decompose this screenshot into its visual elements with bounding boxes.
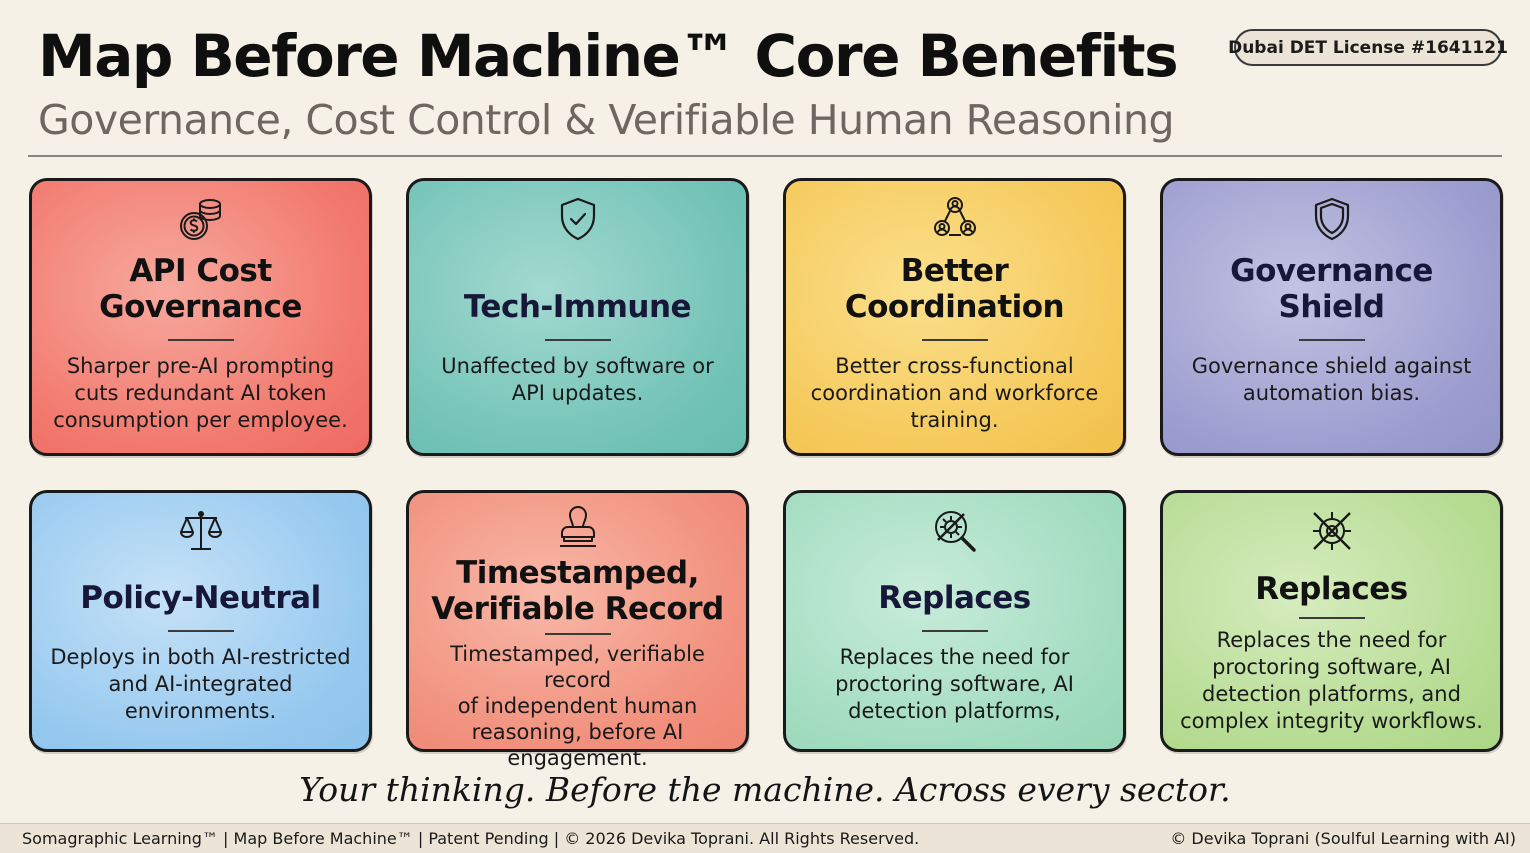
card-description: Unaffected by software or API updates. [441, 354, 714, 405]
no-gear-search-icon [929, 505, 981, 557]
card-description: Replaces the need for proctoring softwar… [1180, 628, 1483, 733]
card-divider [167, 629, 234, 632]
card-divider [921, 339, 988, 341]
footer-copyright: Somagraphic Learning™ | Map Before Machi… [22, 829, 920, 848]
card-description: Deploys in both AI-restricted and AI-int… [50, 644, 351, 723]
footer-credit: © Devika Toprani (Soulful Learning with … [1170, 829, 1516, 848]
benefit-card-tech-immune: Tech-Immune Unaffected by software or AP… [406, 178, 749, 456]
card-title: Tech-Immune [463, 289, 692, 325]
people-network-icon [929, 193, 981, 245]
shield-icon [1306, 193, 1358, 245]
card-description: Better cross-functional coordination and… [810, 354, 1099, 432]
header-divider [28, 155, 1502, 157]
benefit-card-timestamped-record: Timestamped, Verifiable Record Timestamp… [406, 490, 749, 770]
scales-icon [175, 505, 227, 557]
benefit-card-better-coordination: Better Coordination Better cross-functio… [783, 178, 1126, 456]
card-description: Replaces the need for proctoring softwar… [835, 644, 1074, 723]
card-title: Better Coordination [844, 253, 1065, 325]
card-divider [1298, 339, 1365, 341]
card-title: Replaces [878, 579, 1031, 616]
card-title: Governance Shield [1230, 253, 1433, 325]
card-description: Timestamped, verifiable record of indepe… [450, 642, 705, 770]
card-divider [544, 339, 611, 341]
benefit-card-replaces-integrity: Replaces Replaces the need for proctorin… [1160, 490, 1503, 752]
footer: Somagraphic Learning™ | Map Before Machi… [0, 823, 1530, 853]
card-description: Governance shield against automation bia… [1191, 354, 1472, 405]
benefit-card-governance-shield: Governance Shield Governance shield agai… [1160, 178, 1503, 456]
card-title: Timestamped, Verifiable Record [431, 555, 724, 627]
benefit-card-policy-neutral: Policy-Neutral Deploys in both AI-restri… [29, 490, 372, 752]
shield-check-icon [552, 193, 604, 245]
page-subtitle: Governance, Cost Control & Verifiable Hu… [38, 96, 1175, 144]
page-title: Map Before Machine™ Core Benefits [38, 22, 1179, 90]
coins-dollar-icon [175, 193, 227, 245]
card-title: Replaces [1255, 571, 1408, 607]
no-gear-icon [1306, 505, 1358, 557]
card-title: API Cost Governance [99, 253, 302, 325]
benefit-card-replaces-proctoring: Replaces Replaces the need for proctorin… [783, 490, 1126, 752]
benefit-card-api-cost-governance: API Cost Governance Sharper pre-AI promp… [29, 178, 372, 456]
tagline: Your thinking. Before the machine. Acros… [299, 770, 1231, 809]
stamp-icon [552, 501, 604, 553]
card-divider [1298, 617, 1365, 619]
card-divider [167, 339, 234, 341]
card-description: Sharper pre-AI prompting cuts redundant … [53, 354, 348, 432]
card-title: Policy-Neutral [80, 579, 321, 616]
card-divider [921, 629, 988, 632]
license-badge: Dubai DET License #1641121 [1228, 29, 1508, 66]
card-divider [544, 633, 611, 635]
